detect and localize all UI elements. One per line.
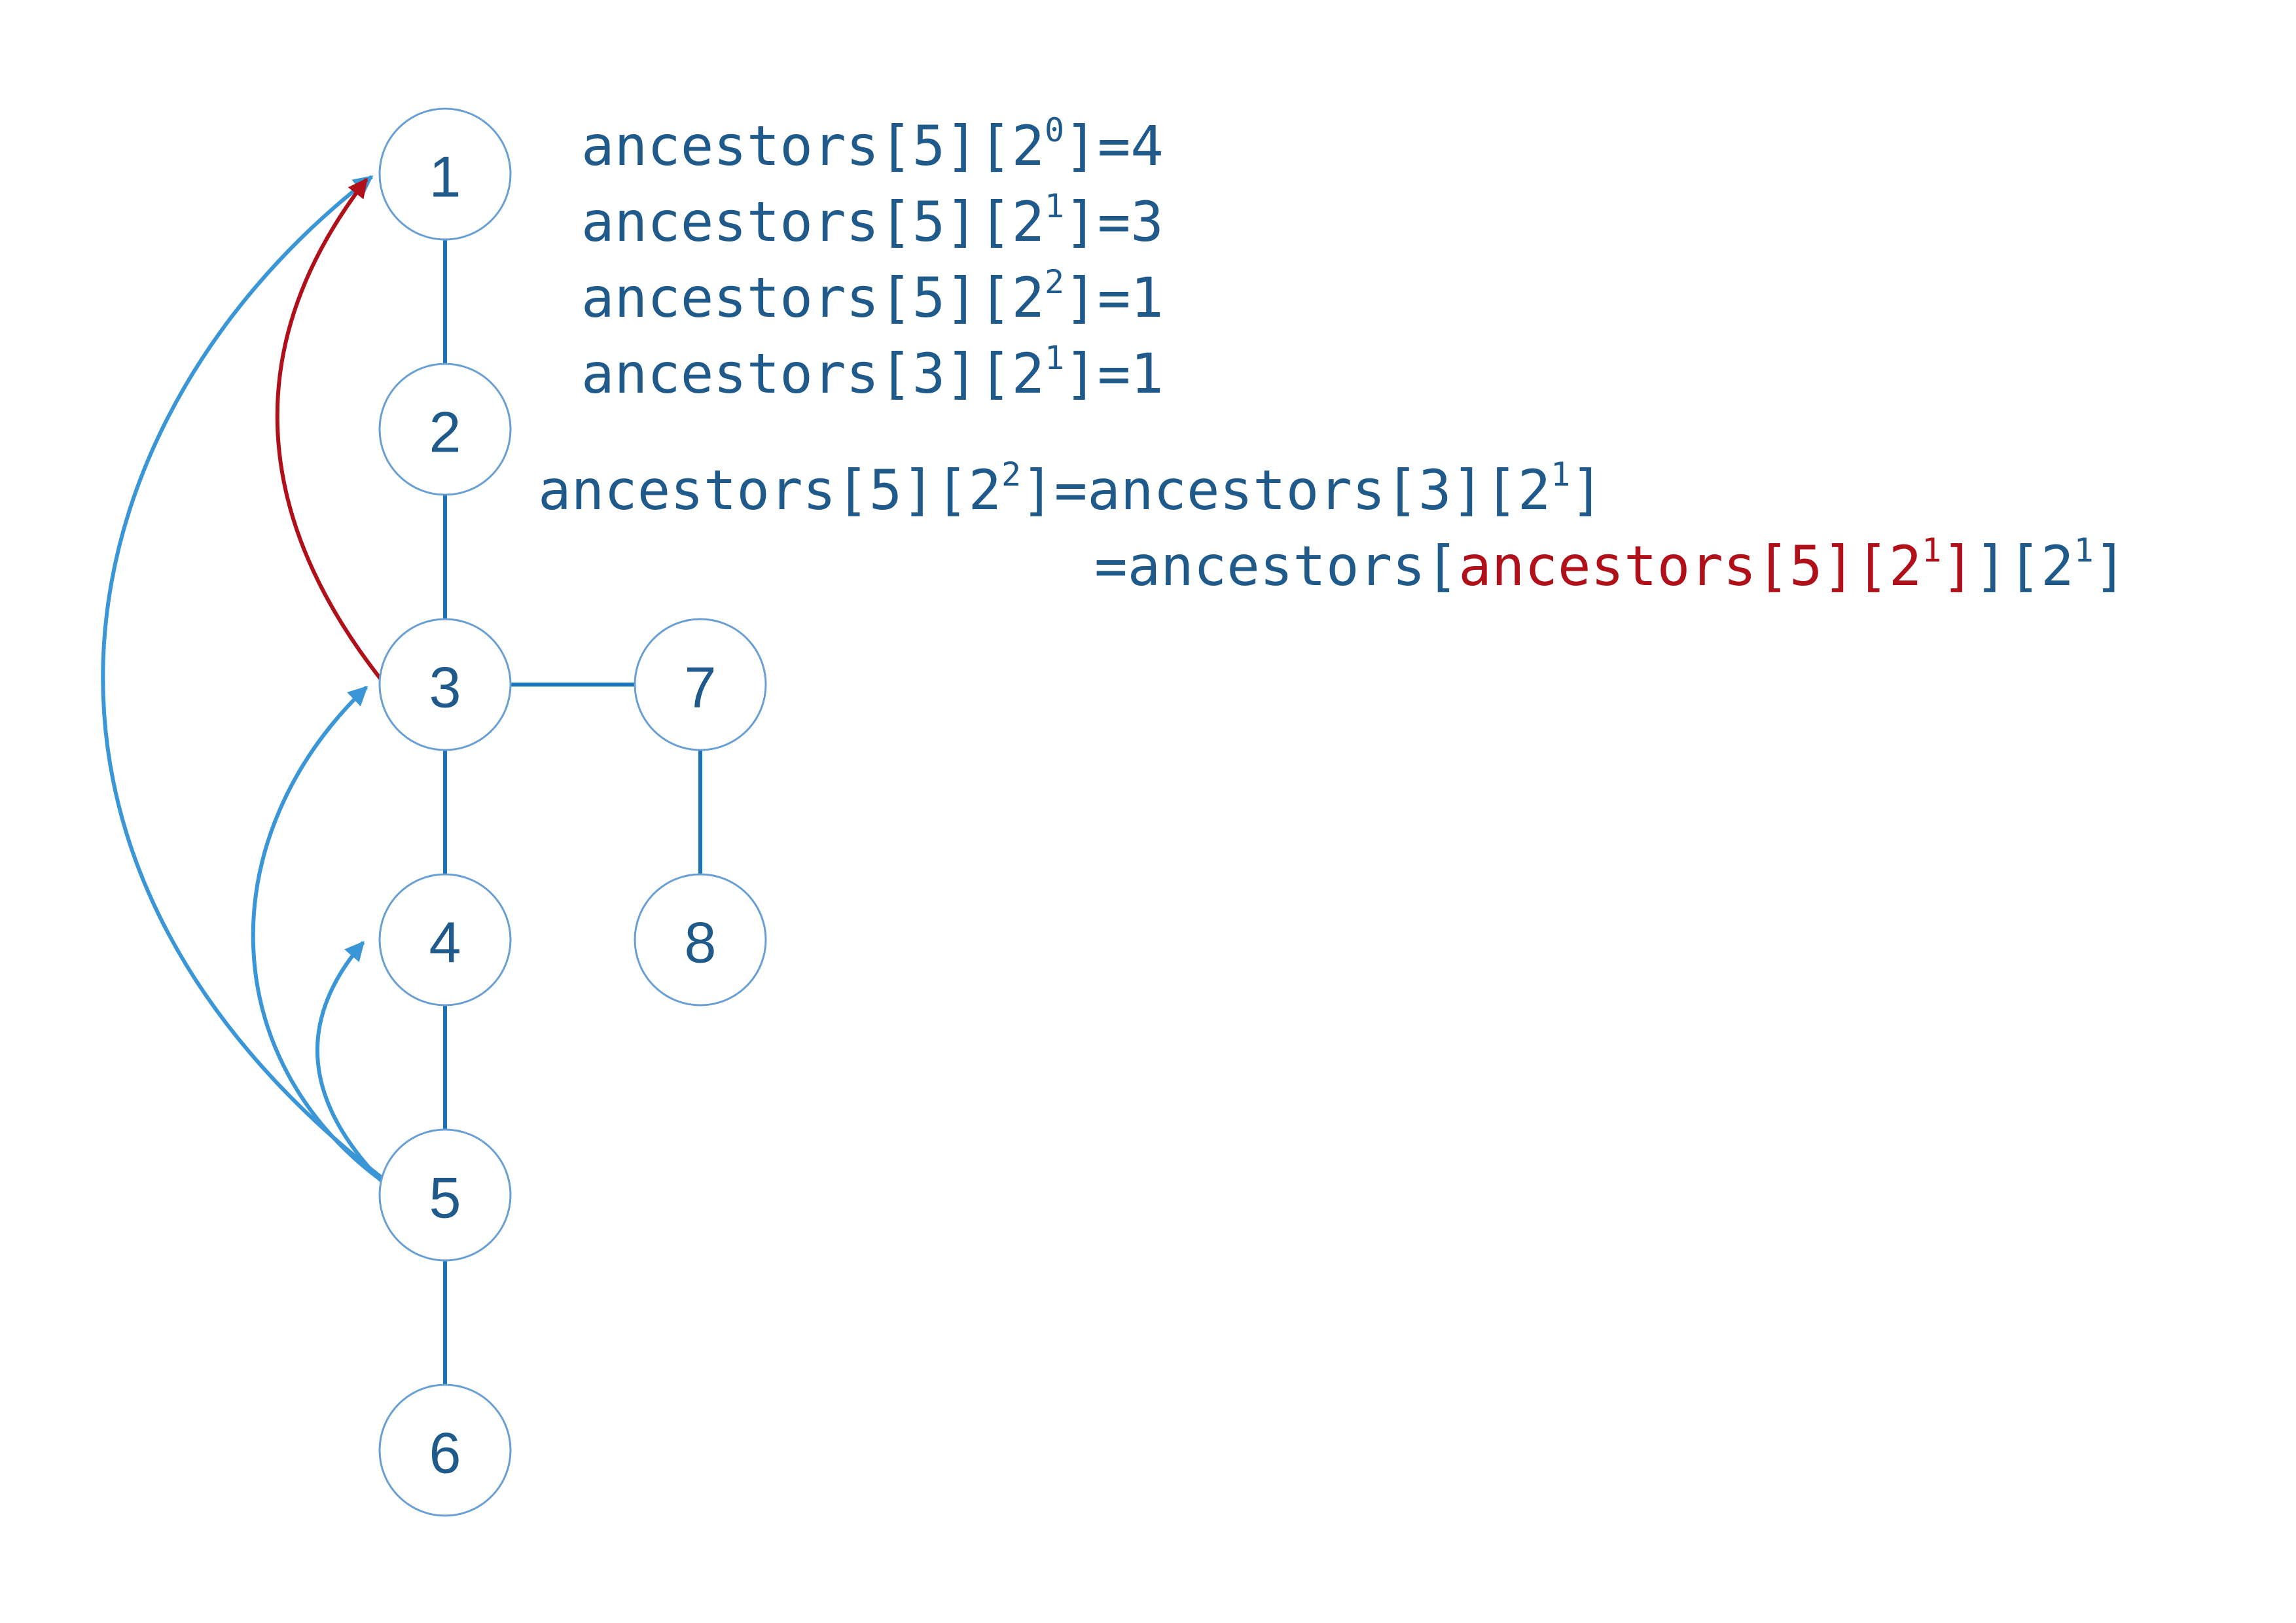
node-1: 1 [378,107,512,241]
arrow-5-to-1 [101,175,384,1180]
node-label: 8 [685,910,717,975]
node-label: 5 [429,1166,461,1230]
ancestor-facts: ancestors[5][20]=4 ancestors[5][21]=3 an… [581,111,1164,406]
node-2: 2 [378,363,512,496]
node-6: 6 [378,1383,512,1517]
tree-edges [443,240,702,1385]
node-label: 3 [429,655,461,720]
node-7: 7 [634,618,767,751]
node-label: 7 [685,655,717,720]
node-5: 5 [378,1128,512,1262]
arrow-5-to-3 [251,685,385,1184]
fact-line: ancestors[3][21]=1 [581,339,1164,406]
node-3: 3 [378,618,512,751]
tree-nodes: 1 2 3 4 5 6 7 8 [378,107,767,1517]
fact-line: ancestors[5][21]=3 [581,187,1164,254]
node-label: 6 [429,1421,461,1486]
ancestor-arrows [101,175,387,1186]
node-label: 2 [429,400,461,465]
fact-line: ancestors[5][22]=1 [581,263,1164,330]
formula-line-2: =ancestors[ancestors[5][21]][21] [1094,531,2126,598]
arrow-5-to-4 [315,940,387,1186]
node-label: 1 [429,145,461,209]
fact-line: ancestors[5][20]=4 [581,111,1164,178]
node-label: 4 [429,910,461,975]
node-4: 4 [378,873,512,1007]
formula-line-1: ancestors[5][22]=ancestors[3][21] [538,455,1604,522]
arrow-3-to-1 [275,177,383,681]
recurrence-formula: ancestors[5][22]=ancestors[3][21] =ances… [538,455,2126,598]
node-8: 8 [634,873,767,1007]
